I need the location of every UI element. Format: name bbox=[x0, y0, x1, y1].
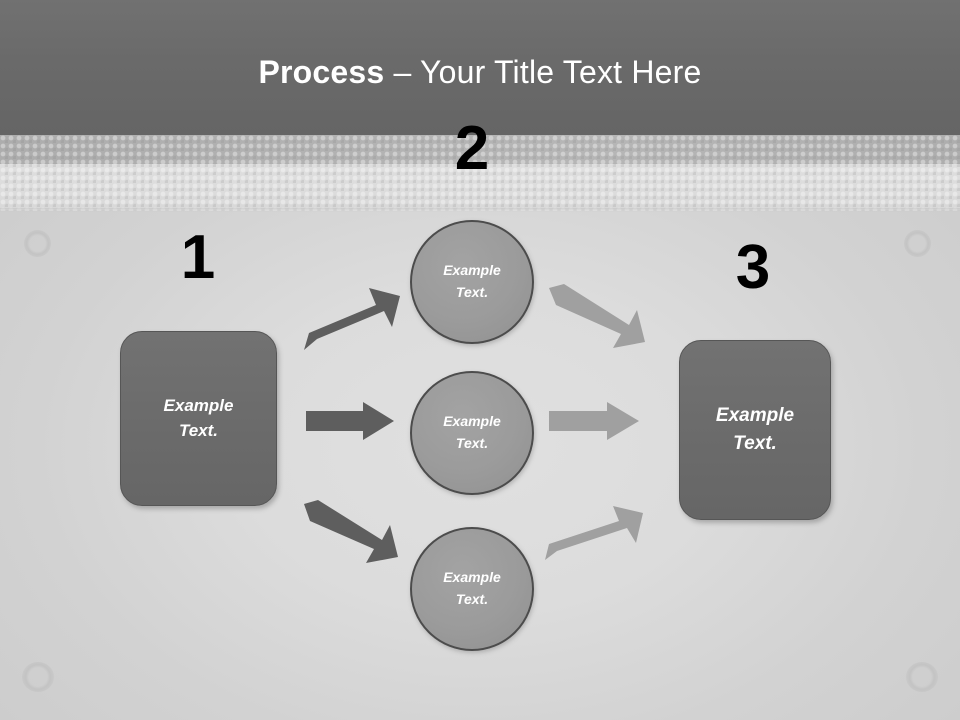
process-circle-bottom-line1: Example bbox=[443, 569, 501, 586]
watermark-ring-bottom-right bbox=[906, 662, 938, 692]
process-box-output-line2: Text. bbox=[733, 433, 777, 454]
step-number-1: 1 bbox=[180, 223, 216, 292]
header-accent-band bbox=[0, 135, 960, 164]
process-circle-bottom[interactable]: Example Text. bbox=[410, 527, 534, 651]
step-number-2: 2 bbox=[454, 114, 490, 183]
process-circle-top-line1: Example bbox=[443, 262, 501, 279]
header-band bbox=[0, 0, 960, 135]
process-circle-top-line2: Text. bbox=[455, 284, 489, 300]
process-circle-middle-line1: Example bbox=[443, 413, 501, 430]
process-circle-bottom-line2: Text. bbox=[455, 591, 489, 607]
process-box-input-line2: Text. bbox=[178, 420, 219, 440]
arrow-circle-top-to-output bbox=[545, 284, 653, 356]
header-light-band bbox=[0, 164, 960, 210]
arrow-input-to-circle-middle bbox=[306, 402, 394, 442]
halftone-dot-pattern bbox=[0, 135, 960, 211]
process-circle-middle-line2: Text. bbox=[455, 435, 489, 451]
arrow-input-to-circle-top bbox=[300, 282, 404, 354]
process-box-input[interactable]: Example Text. bbox=[120, 331, 277, 506]
slide-title-rest: – Your Title Text Here bbox=[384, 54, 702, 90]
watermark-ring-top-left bbox=[24, 230, 51, 257]
watermark-ring-top-right bbox=[904, 230, 931, 257]
process-box-output-label: Example Text. bbox=[708, 402, 802, 457]
slide-title-bold: Process bbox=[258, 54, 385, 90]
process-box-output[interactable]: Example Text. bbox=[679, 340, 831, 520]
process-box-input-line1: Example bbox=[163, 395, 234, 415]
process-circle-bottom-label: Example Text. bbox=[443, 567, 501, 610]
band-edge-divider bbox=[0, 208, 960, 212]
halftone-dot-shadow bbox=[0, 135, 960, 211]
process-circle-top-label: Example Text. bbox=[443, 260, 501, 303]
process-circle-middle[interactable]: Example Text. bbox=[410, 371, 534, 495]
process-circle-top[interactable]: Example Text. bbox=[410, 220, 534, 344]
arrow-circle-bottom-to-output bbox=[541, 502, 647, 564]
slide-title: Process – Your Title Text Here bbox=[0, 52, 960, 92]
process-circle-middle-label: Example Text. bbox=[443, 411, 501, 454]
process-box-output-line1: Example bbox=[715, 405, 795, 427]
arrow-circle-middle-to-output bbox=[549, 402, 639, 442]
process-box-input-label: Example Text. bbox=[156, 394, 242, 443]
watermark-ring-bottom-left bbox=[22, 662, 54, 692]
step-number-3: 3 bbox=[735, 233, 771, 302]
arrow-input-to-circle-bottom bbox=[300, 500, 406, 572]
